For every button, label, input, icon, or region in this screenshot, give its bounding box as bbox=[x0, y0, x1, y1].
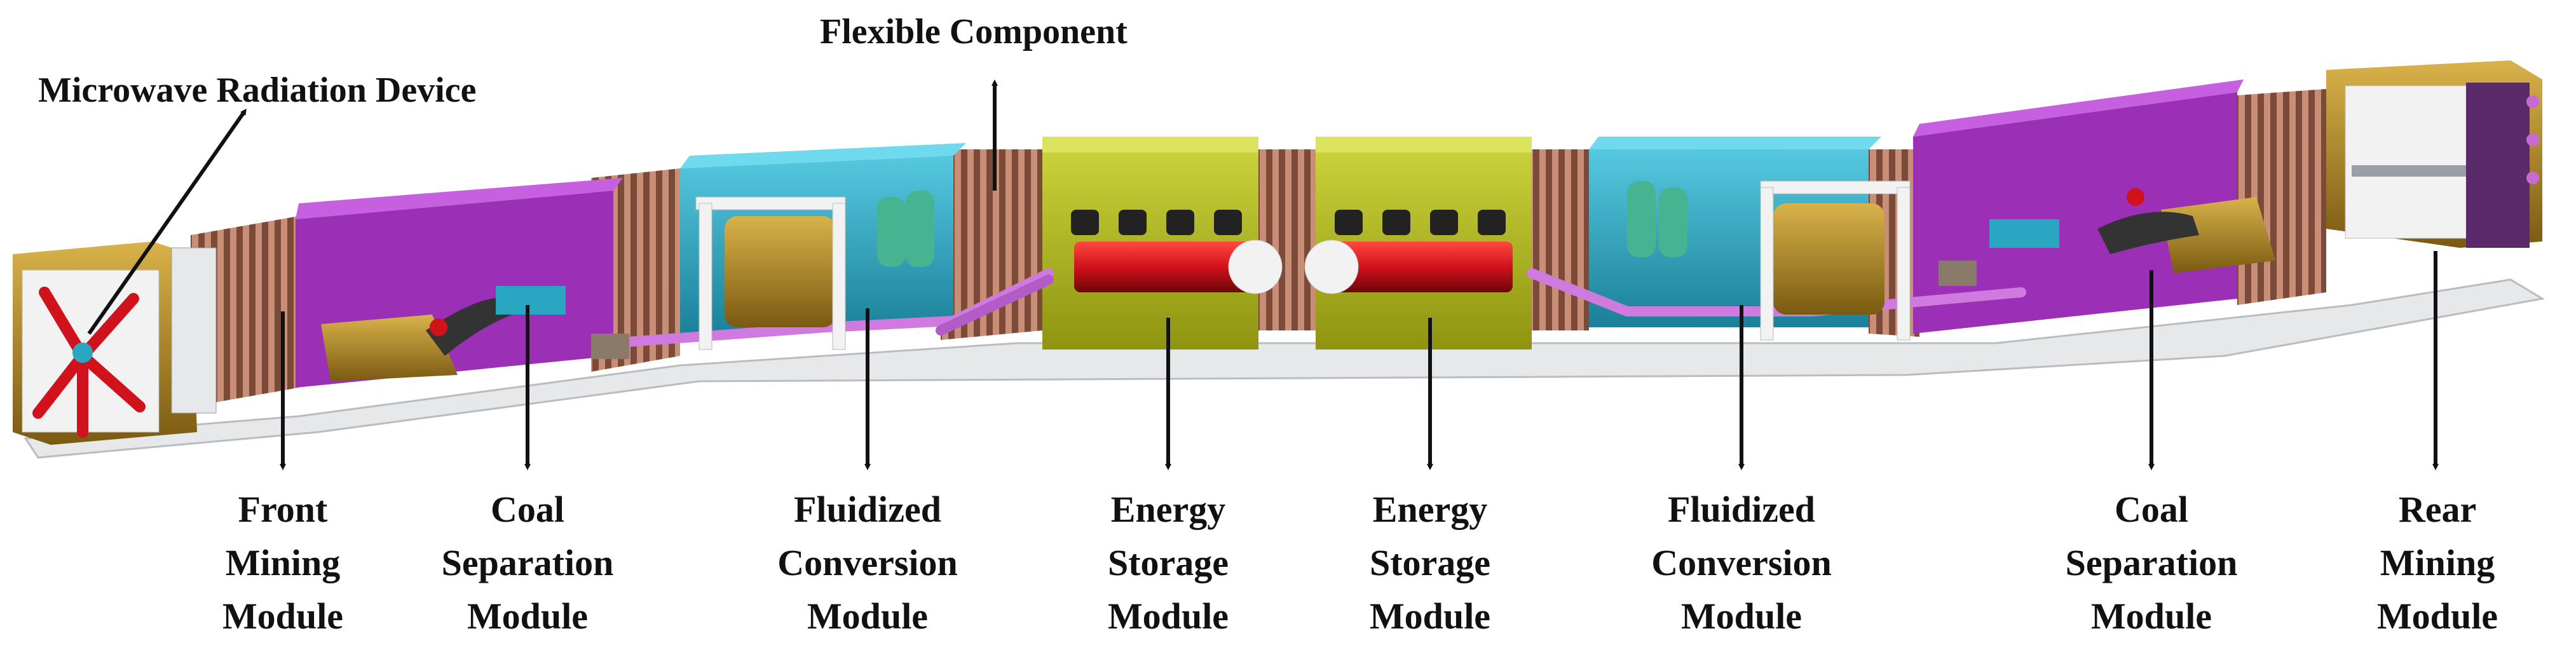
canisters bbox=[1071, 210, 1506, 235]
coal-separation-parts bbox=[321, 188, 2275, 381]
arrows bbox=[87, 79, 2439, 470]
rear-mining-module bbox=[2326, 60, 2542, 248]
microwave-arrow bbox=[87, 108, 247, 335]
green-silos bbox=[877, 181, 1687, 267]
gold-drums bbox=[695, 180, 1911, 350]
base-plates bbox=[24, 278, 2545, 459]
front-mining-module bbox=[13, 241, 217, 445]
red-tanks bbox=[1074, 240, 1513, 294]
pink-pipes bbox=[605, 268, 2026, 348]
microwave-callout: Microwave Radiation Device bbox=[38, 71, 477, 110]
flexible-callout: Flexible Component bbox=[820, 12, 1128, 51]
purple-panels bbox=[296, 79, 2244, 388]
